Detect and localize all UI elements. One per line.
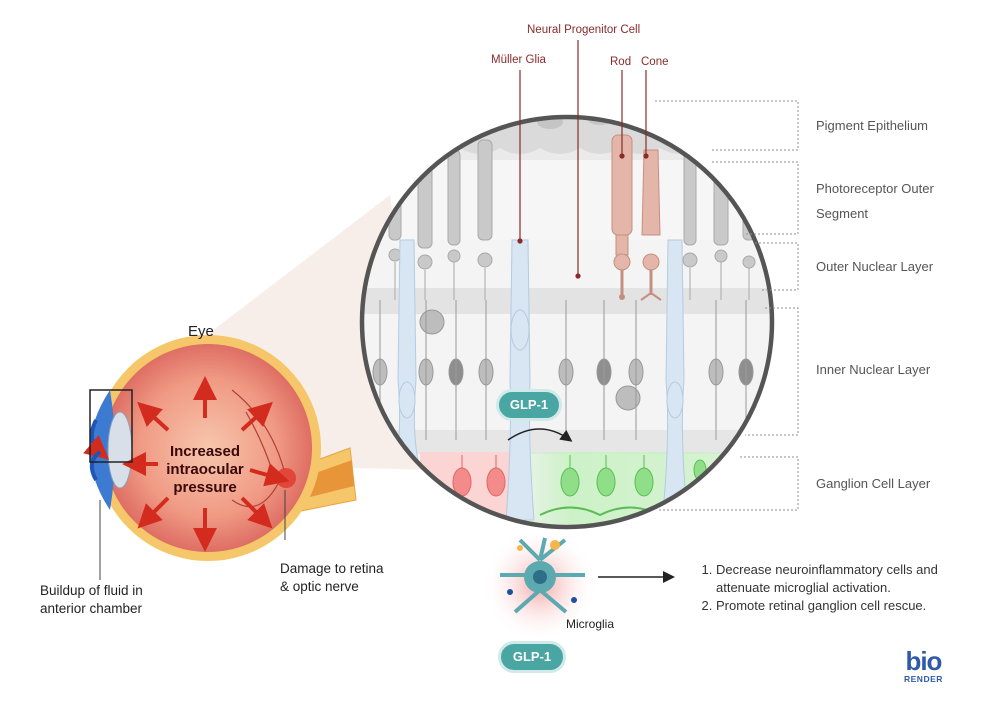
muller-glia-cells	[395, 239, 687, 521]
pressure-arrows	[122, 376, 290, 552]
inner-nuclear-cells	[372, 300, 754, 440]
damage-line-1: Damage to retina	[280, 561, 384, 576]
logo-line2: RENDER	[904, 674, 943, 684]
retina-magnified-view	[359, 114, 775, 530]
cell-label-leaders	[517, 40, 649, 279]
logo-line1: bio	[905, 646, 942, 676]
pressure-label: Increased intraocular pressure	[150, 443, 260, 497]
microglia-label: Microglia	[566, 617, 615, 631]
eye-title: Eye	[188, 323, 214, 340]
fluid-line-1: Buildup of fluid in	[40, 583, 143, 598]
glp1-action-arrow	[507, 428, 573, 442]
cone-cell	[640, 149, 662, 301]
ganglion-cells-damaged	[452, 455, 506, 497]
layer-label-inner-nuclear: Inner Nuclear Layer	[816, 362, 931, 377]
zoom-box	[89, 389, 133, 463]
rod-cell	[611, 134, 633, 300]
pressure-line-3: pressure	[173, 479, 237, 496]
damage-label: Damage to retina & optic nerve	[280, 560, 384, 595]
label-cone: Cone	[641, 56, 669, 68]
label-neural-progenitor-cell: Neural Progenitor Cell	[527, 24, 641, 36]
outcome-item-1: Decrease neuroinflammatory cells and att…	[716, 561, 986, 597]
pigment-epithelium-cells	[363, 118, 771, 154]
outcomes-list: Decrease neuroinflammatory cells and att…	[698, 561, 986, 616]
glp1-retina-badge: GLP-1	[496, 389, 562, 421]
fluid-line-2: anterior chamber	[40, 600, 143, 616]
label-rod: Rod	[610, 56, 632, 68]
biorender-logo: bio RENDER	[904, 648, 943, 684]
glp1-microglia-badge: GLP-1	[498, 641, 566, 673]
pressure-line-2: intraocular	[166, 461, 244, 478]
layer-label-outer-nuclear: Outer Nuclear Layer	[816, 259, 934, 274]
layer-label-photoreceptor-outer-segment: Photoreceptor Outer Segment	[816, 181, 934, 221]
layer-brackets	[655, 100, 799, 511]
eye-illustration	[83, 335, 357, 580]
outcome-item-2: Promote retinal ganglion cell rescue.	[716, 597, 986, 615]
microglia-illustration	[482, 527, 598, 643]
label-muller-glia: Müller Glia	[491, 54, 546, 66]
pressure-line-1: Increased	[169, 443, 241, 460]
damage-line-2: & optic nerve	[280, 578, 359, 594]
ganglion-cells-rescued	[539, 455, 707, 517]
layer-label-ganglion-cell: Ganglion Cell Layer	[816, 476, 931, 491]
layer-label-pigment-epithelium: Pigment Epithelium	[816, 118, 928, 133]
fluid-buildup-label: Buildup of fluid in anterior chamber	[40, 582, 143, 617]
